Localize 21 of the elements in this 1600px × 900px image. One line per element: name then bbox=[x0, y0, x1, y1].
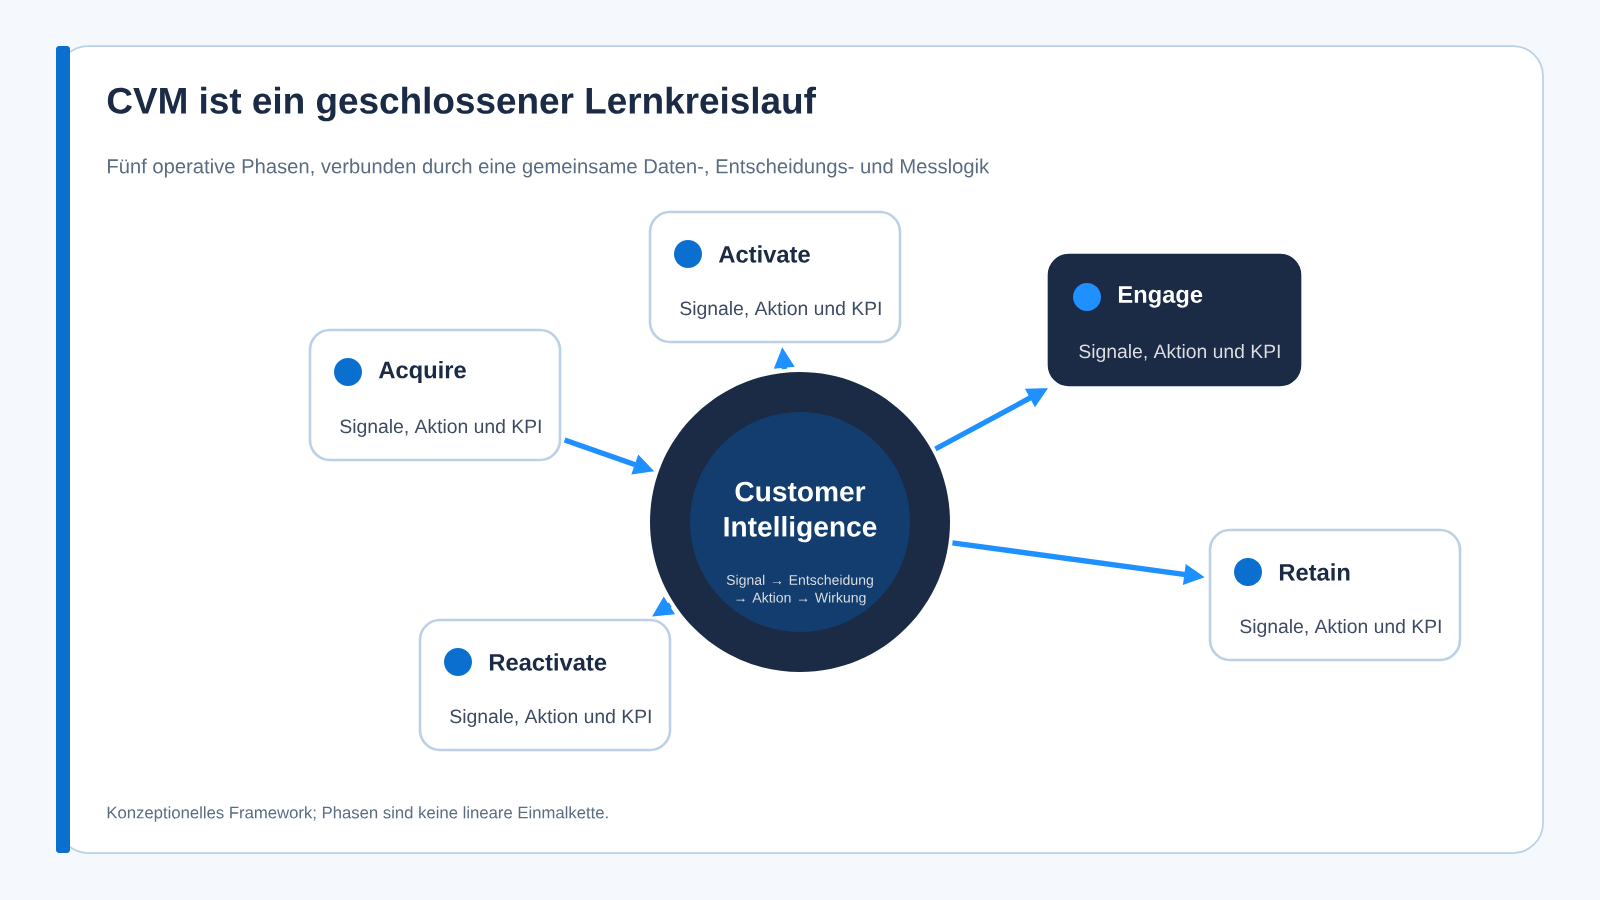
phase-text: Signale, Aktion und KPI bbox=[450, 709, 651, 727]
phase-card bbox=[1047, 253, 1302, 387]
footnote: Konzeptionelles Framework; Phasen sind keine lineare Einmalkette. bbox=[107, 806, 608, 822]
hub-text: Signal → Entscheidung → Aktion → Wirkung bbox=[726, 574, 873, 606]
phase-text: Signale, Aktion und KPI bbox=[680, 301, 881, 319]
phase-title: Activate bbox=[718, 245, 810, 263]
phase-card bbox=[418, 618, 672, 752]
phase-card bbox=[1208, 528, 1462, 662]
subtitle: Fünf operative Phasen, verbunden durch eine gemeinsame Daten-, Entscheidungs- und Messlogik bbox=[108, 158, 990, 178]
phase-text: Signale, Aktion und KPI bbox=[1240, 619, 1441, 637]
phase-title: Engage bbox=[1118, 286, 1203, 308]
phase-text: Signale, Aktion und KPI bbox=[340, 419, 541, 437]
phase-title: Retain bbox=[1279, 563, 1350, 581]
hub-title: Customer Intelligence bbox=[724, 481, 877, 543]
phase-card bbox=[308, 328, 562, 462]
phase-title: Reactivate bbox=[489, 653, 607, 671]
phase-text: Signale, Aktion und KPI bbox=[1079, 344, 1280, 362]
title: CVM ist ein geschlossener Lernkreislauf bbox=[107, 86, 816, 122]
hub-circle bbox=[650, 372, 950, 672]
phase-card bbox=[648, 210, 902, 344]
phase-title: Acquire bbox=[378, 360, 466, 384]
